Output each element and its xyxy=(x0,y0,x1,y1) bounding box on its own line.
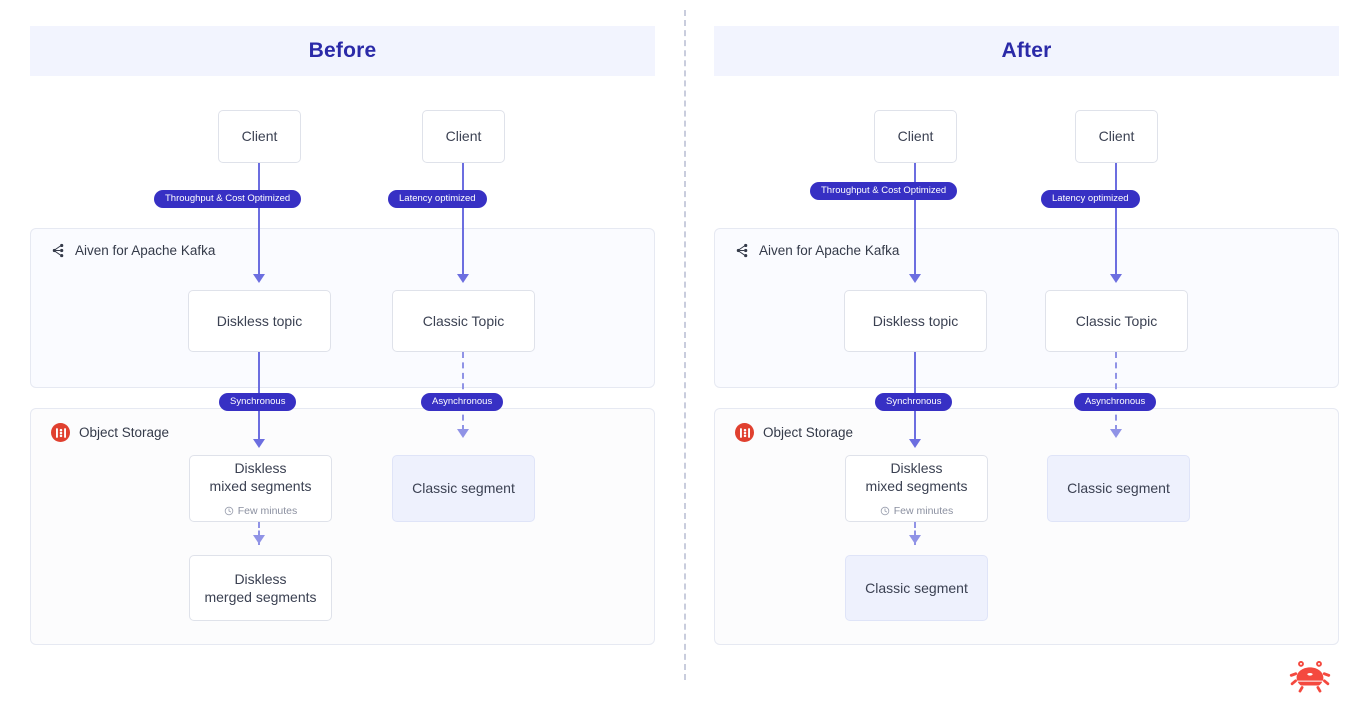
region-object-storage: Object Storage xyxy=(714,408,1339,645)
region-label-text: Object Storage xyxy=(79,425,170,440)
node-label: Classic segment xyxy=(1067,480,1170,497)
region-label-storage: Object Storage xyxy=(735,423,853,442)
connector-arrow xyxy=(253,535,265,544)
pill-throughput-cost-optimized: Throughput & Cost Optimized xyxy=(810,182,958,200)
region-label-text: Aiven for Apache Kafka xyxy=(759,243,900,258)
topic-box-classic[interactable]: Classic Topic xyxy=(1045,290,1188,352)
minio-icon xyxy=(735,423,754,442)
panel-header-after: After xyxy=(714,26,1339,76)
pill-asynchronous: Asynchronous xyxy=(421,393,504,411)
connector-arrow xyxy=(253,274,265,283)
connector-line xyxy=(462,163,464,276)
minio-icon xyxy=(51,423,70,442)
region-label-kafka: Aiven for Apache Kafka xyxy=(735,243,899,258)
client-box[interactable]: Client xyxy=(874,110,957,163)
client-box[interactable]: Client xyxy=(1075,110,1158,163)
region-label-text: Object Storage xyxy=(763,425,854,440)
pill-asynchronous: Asynchronous xyxy=(1074,393,1157,411)
node-label: Diskless merged segments xyxy=(204,570,317,605)
connector-line xyxy=(914,163,916,276)
node-label: Diskless mixed segments xyxy=(865,459,968,495)
region-aiven-for-apache-kafka: Aiven for Apache Kafka xyxy=(30,228,655,388)
clock-icon xyxy=(880,507,889,516)
connector-arrow xyxy=(457,274,469,283)
segment-box-diskless-mixed[interactable]: Diskless mixed segments Few minutes xyxy=(845,455,988,522)
connector-arrow xyxy=(909,439,921,448)
region-object-storage: Object Storage xyxy=(30,408,655,645)
connector-arrow xyxy=(457,429,469,438)
region-aiven-for-apache-kafka: Aiven for Apache Kafka xyxy=(714,228,1339,388)
panel-after: After Client Client Throughput & Cost Op… xyxy=(714,0,1339,707)
pill-latency-optimized: Latency optimized xyxy=(388,190,487,208)
node-label: Classic Topic xyxy=(422,312,505,329)
segment-box-classic[interactable]: Classic segment xyxy=(392,455,535,522)
pill-throughput-cost-optimized: Throughput & Cost Optimized xyxy=(154,190,302,208)
connector-arrow xyxy=(253,439,265,448)
connector-arrow xyxy=(1110,274,1122,283)
node-sub-text: Few minutes xyxy=(237,504,298,517)
node-label: Classic segment xyxy=(865,579,968,596)
connector-arrow xyxy=(909,535,921,544)
region-label-storage: Object Storage xyxy=(51,423,169,442)
panel-before: Before Client Client Throughput & Cost O… xyxy=(30,0,655,707)
kafka-icon xyxy=(736,243,748,258)
node-label: Diskless topic xyxy=(872,312,959,329)
connector-arrow xyxy=(1110,429,1122,438)
client-label: Client xyxy=(1098,128,1135,145)
topic-box-diskless[interactable]: Diskless topic xyxy=(844,290,987,352)
region-label-kafka: Aiven for Apache Kafka xyxy=(51,243,215,258)
client-label: Client xyxy=(897,128,934,145)
node-label: Diskless topic xyxy=(216,312,303,329)
panel-header-before: Before xyxy=(30,26,655,76)
connector-line xyxy=(1115,163,1117,276)
node-label: Classic segment xyxy=(412,480,515,497)
client-box[interactable]: Client xyxy=(218,110,301,163)
pill-latency-optimized: Latency optimized xyxy=(1041,190,1140,208)
client-label: Client xyxy=(445,128,482,145)
kafka-icon xyxy=(52,243,64,258)
segment-box-classic[interactable]: Classic segment xyxy=(1047,455,1190,522)
connector-line-dashed xyxy=(258,522,260,545)
pill-synchronous: Synchronous xyxy=(219,393,297,411)
connector-line-dashed xyxy=(914,522,916,545)
connector-line-dashed xyxy=(462,352,464,431)
node-sub-text: Few minutes xyxy=(893,504,954,517)
page-title: After xyxy=(1001,39,1052,62)
client-box[interactable]: Client xyxy=(422,110,505,163)
node-sub: Few minutes xyxy=(880,504,954,519)
page-title: Before xyxy=(308,39,377,62)
connector-line-dashed xyxy=(1115,352,1117,431)
segment-box-diskless-merged[interactable]: Diskless merged segments xyxy=(189,555,332,621)
crab-logo xyxy=(1289,661,1331,693)
pill-synchronous: Synchronous xyxy=(875,393,953,411)
connector-line xyxy=(258,163,260,276)
topic-box-diskless[interactable]: Diskless topic xyxy=(188,290,331,352)
clock-icon xyxy=(224,507,233,516)
segment-box-classic-merged[interactable]: Classic segment xyxy=(845,555,988,621)
panel-divider xyxy=(684,10,686,680)
node-sub: Few minutes xyxy=(224,504,298,519)
node-label: Classic Topic xyxy=(1075,312,1158,329)
segment-box-diskless-mixed[interactable]: Diskless mixed segments Few minutes xyxy=(189,455,332,522)
region-label-text: Aiven for Apache Kafka xyxy=(75,243,216,258)
client-label: Client xyxy=(241,128,278,145)
topic-box-classic[interactable]: Classic Topic xyxy=(392,290,535,352)
connector-arrow xyxy=(909,274,921,283)
node-label: Diskless mixed segments xyxy=(209,459,312,495)
